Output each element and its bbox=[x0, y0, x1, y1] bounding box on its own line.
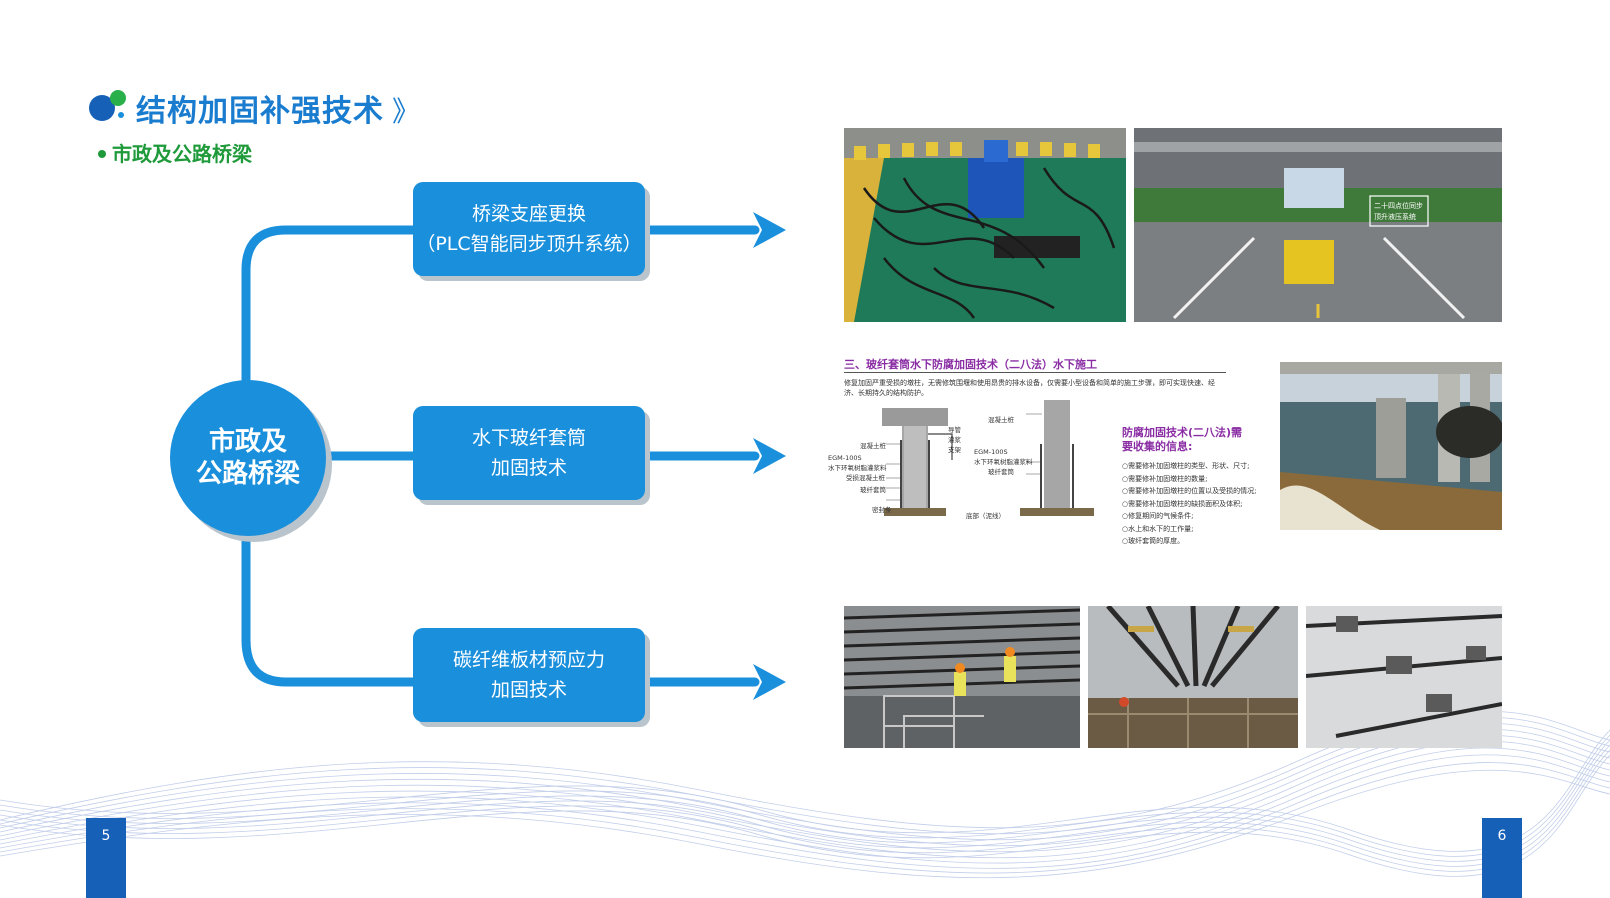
underwater-sleeve-diagram: 三、玻纤套筒水下防腐加固技术（二八法）水下施工 修复加固严重受损的墩柱，无需修筑… bbox=[828, 356, 1256, 556]
branch-1-line1: 桥梁支座更换 bbox=[471, 203, 586, 225]
logo-icon bbox=[89, 90, 126, 121]
photo-carbon-plate-underside bbox=[1088, 606, 1298, 748]
label-grout: 灌浆 bbox=[948, 436, 961, 444]
label-sleeve-left: 玻纤套筒 bbox=[860, 486, 886, 494]
pile-section-drawing bbox=[882, 400, 1094, 516]
info-item: ○玻纤套筒的厚度。 bbox=[1122, 537, 1185, 545]
page-title: 结构加固补强技术》 bbox=[136, 86, 421, 130]
overlay-text-line1: 二十四点位同步 bbox=[1374, 201, 1423, 210]
label-guide-pipe: 导管 bbox=[948, 426, 961, 434]
info-item: ○需要修补加固墩柱的数量; bbox=[1122, 474, 1208, 483]
arrow-head-2 bbox=[753, 438, 786, 474]
arrow-head-1 bbox=[753, 212, 786, 248]
label-egm-left: EGM-100S bbox=[828, 454, 862, 462]
info-item: ○水上和水下的工作量; bbox=[1122, 524, 1194, 533]
overlay-text-line2: 顶升液压系统 bbox=[1374, 212, 1416, 221]
branch-box-bearing-replacement: 桥梁支座更换 （PLC智能同步顶升系统） bbox=[413, 182, 645, 276]
branch-2-line2: 加固技术 bbox=[490, 457, 567, 479]
title-chevron-icon: 》 bbox=[392, 95, 422, 128]
branch-3-line2: 加固技术 bbox=[490, 679, 567, 701]
hub-line2: 公路桥梁 bbox=[195, 459, 300, 489]
info-title: 防腐加固技术(二八法)需要收集的信息: bbox=[1122, 426, 1243, 453]
hub-circle: 市政及 公路桥梁 bbox=[170, 380, 326, 536]
branch-box-underwater-sleeve: 水下玻纤套筒 加固技术 bbox=[413, 406, 645, 500]
info-item: ○修复期间的气候条件; bbox=[1122, 512, 1194, 520]
info-item: ○需要修补加固墩柱的缺损面积及体积; bbox=[1122, 499, 1243, 508]
branch-2-line1: 水下玻纤套筒 bbox=[471, 427, 586, 449]
branch-3-line1: 碳纤维板材预应力 bbox=[452, 649, 605, 671]
photo-bridge-piers-water bbox=[1280, 362, 1502, 530]
label-bracket: 支架 bbox=[948, 446, 961, 454]
hub-line1: 市政及 bbox=[208, 427, 287, 457]
arrow-head-3 bbox=[753, 664, 786, 700]
label-mudline: 底部（泥线） bbox=[966, 512, 1005, 520]
label-sleeve-right: 玻纤套筒 bbox=[988, 468, 1014, 476]
label-epoxy-left: 水下环氧树脂灌浆料 bbox=[828, 464, 887, 472]
photo-carbon-plate-anchors bbox=[1306, 606, 1502, 748]
diagram-intro: 修复加固严重受损的墩柱，无需修筑围堰和使用昂贵的排水设备，仅需要小型设备和简单的… bbox=[844, 379, 1215, 397]
photo-carbon-plate-workers bbox=[844, 606, 1080, 748]
label-epoxy-right: 水下环氧树脂灌浆料 bbox=[974, 458, 1033, 466]
page-number-right: 6 bbox=[1482, 818, 1522, 898]
label-egm-right: EGM-100S bbox=[974, 448, 1008, 456]
label-seal-strip: 密封条 bbox=[872, 506, 892, 514]
diagram-divider bbox=[844, 372, 1226, 373]
connector-top bbox=[241, 225, 418, 385]
section-subtitle: 市政及公路桥梁 bbox=[98, 138, 252, 167]
label-damaged-pile: 受损混凝土桩 bbox=[846, 474, 885, 482]
page-number-left: 5 bbox=[86, 818, 126, 898]
info-list: ○需要修补加固墩柱的类型、形状、尺寸; ○需要修补加固墩柱的数量; ○需要修补加… bbox=[1122, 460, 1272, 548]
label-concrete-pile-left: 混凝土桩 bbox=[860, 442, 886, 450]
branch-box-carbon-fiber: 碳纤维板材预应力 加固技术 bbox=[413, 628, 645, 722]
branch-1-line2: （PLC智能同步顶升系统） bbox=[416, 233, 642, 255]
subtitle-text: 市政及公路桥梁 bbox=[112, 142, 252, 166]
title-text: 结构加固补强技术 bbox=[136, 94, 384, 129]
photo-bridge-underpass: 二十四点位同步 顶升液压系统 bbox=[1134, 128, 1502, 322]
photo-hydraulic-jacks bbox=[844, 128, 1126, 322]
bullet-icon bbox=[98, 149, 106, 158]
info-item: ○需要修补加固墩柱的类型、形状、尺寸; bbox=[1122, 462, 1250, 470]
diagram-title: 三、玻纤套筒水下防腐加固技术（二八法）水下施工 bbox=[844, 358, 1097, 371]
connector-bottom bbox=[241, 531, 418, 687]
label-concrete-pile-right: 混凝土桩 bbox=[988, 416, 1014, 424]
info-item: ○需要修补加固墩柱的位置以及受损的情况; bbox=[1122, 487, 1257, 495]
